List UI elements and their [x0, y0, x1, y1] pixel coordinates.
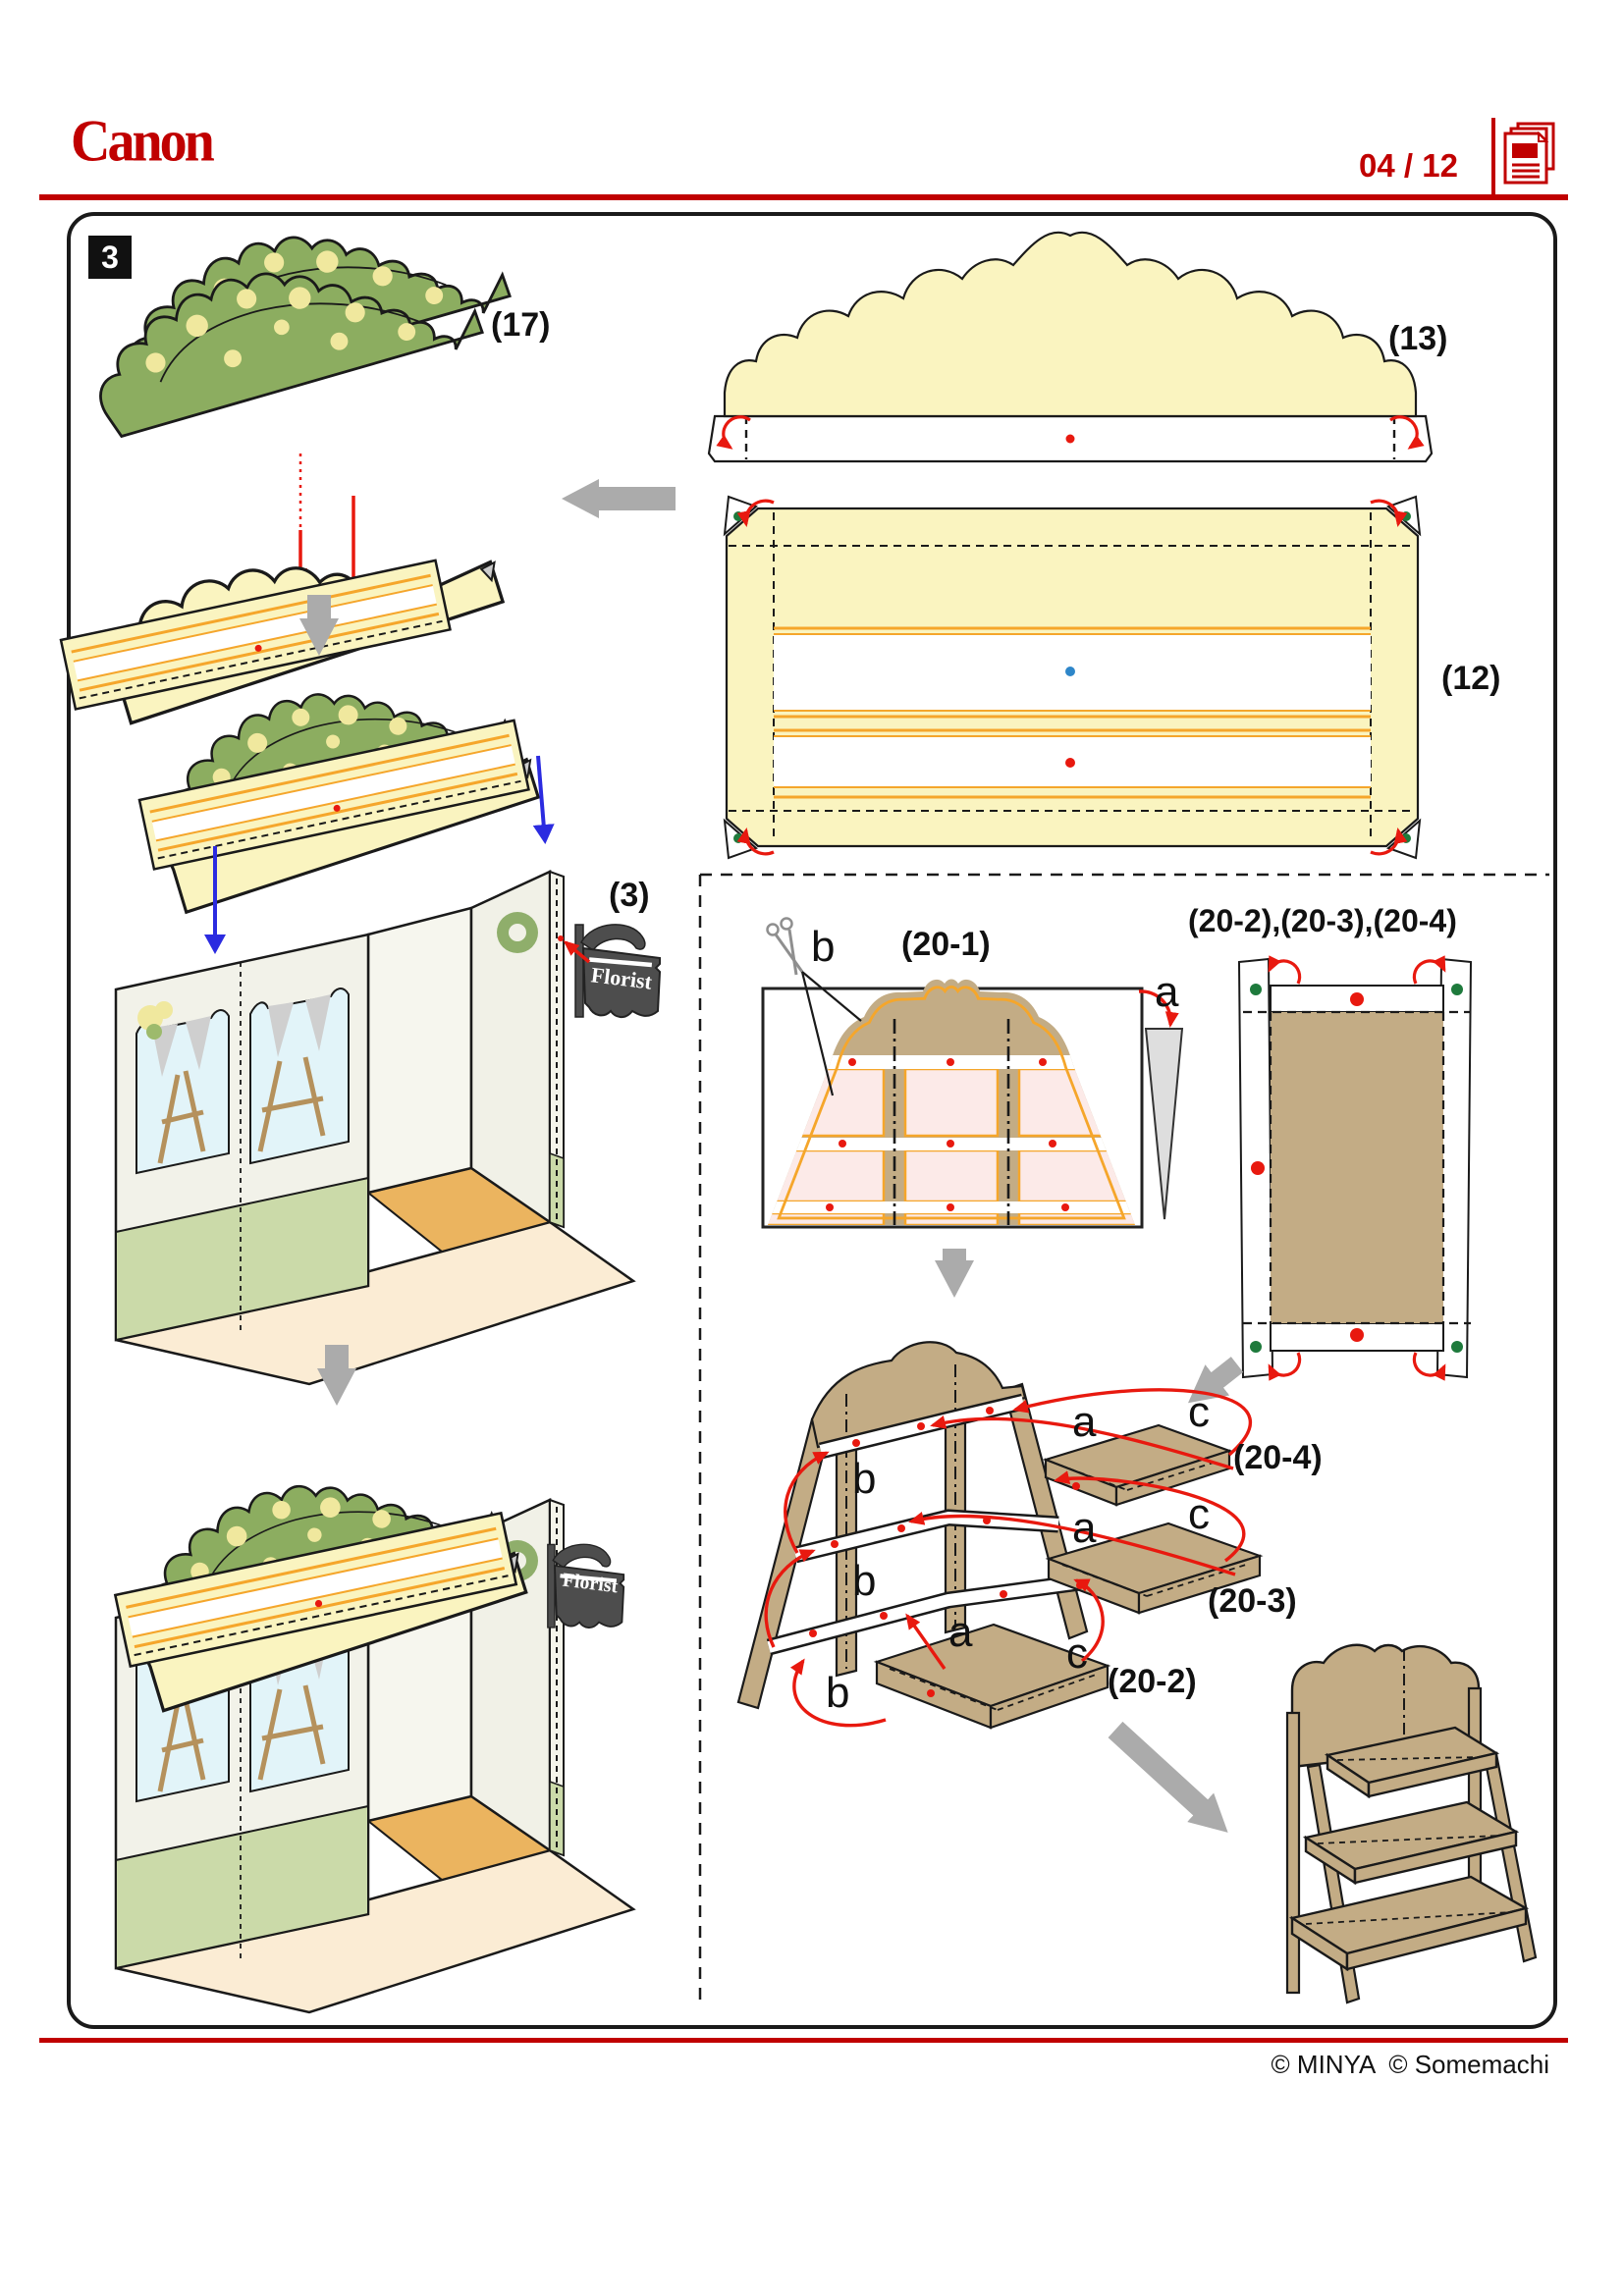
diagram-panel-border	[67, 212, 1557, 2029]
copyright-text: © MINYA © Somemachi	[1271, 2050, 1549, 2079]
footer-rule	[39, 2038, 1568, 2043]
part-20-1-diagram	[761, 917, 1184, 1229]
tab-label-c3: c	[1066, 1629, 1088, 1678]
header-divider	[1491, 118, 1495, 198]
part-12-diagram	[723, 495, 1422, 860]
shop-structure	[116, 872, 633, 1384]
tab-label-b3: b	[826, 1669, 850, 1717]
part-17-exploded	[59, 207, 519, 726]
shop-structure-final	[115, 1453, 633, 2012]
header-rule	[39, 194, 1568, 200]
tab-label-b2: b	[852, 1557, 877, 1605]
finished-display-stand	[1285, 1643, 1538, 2004]
tab-label-c2: c	[1188, 1490, 1210, 1538]
part-20-234-label: (20-2),(20-3),(20-4)	[1188, 903, 1457, 938]
stacked-pages-icon	[1503, 122, 1555, 185]
tab-label-c1: c	[1188, 1388, 1210, 1436]
tab-label-a2: a	[1072, 1504, 1097, 1552]
scissors-icon	[766, 917, 804, 976]
tab-label-a1: a	[1072, 1398, 1097, 1446]
step-number-badge: 3	[88, 236, 132, 279]
flow-arrow-diagonal-1	[1187, 1357, 1244, 1404]
flow-arrow-diagonal-2	[1108, 1721, 1228, 1833]
part-20-3-label: (20-3)	[1208, 1582, 1297, 1620]
canon-logo: Canon	[71, 108, 215, 175]
section-divider-dashes	[698, 873, 1549, 2002]
florist-sign	[558, 923, 661, 1019]
part-20-234-diagram	[1237, 955, 1473, 1381]
page-number: 04 / 12	[1359, 147, 1458, 184]
shelf-frame-assembly	[736, 1341, 1264, 1730]
part-20-1-label: (20-1)	[901, 926, 991, 963]
cut-label-b: b	[811, 923, 836, 971]
glue-wedge	[1144, 1028, 1184, 1220]
part-17-label: (17)	[491, 306, 551, 344]
tab-label-b1: b	[852, 1455, 877, 1503]
part-3-label: (3)	[609, 877, 650, 914]
part-13-diagram	[707, 231, 1434, 463]
part-13-label: (13)	[1388, 320, 1448, 357]
fold-label-a: a	[1155, 968, 1179, 1016]
tab-label-a3: a	[948, 1608, 973, 1656]
part-20-2-label: (20-2)	[1108, 1663, 1197, 1700]
placement-arrows-blue	[204, 755, 555, 954]
part-20-4-label: (20-4)	[1233, 1439, 1323, 1476]
part-12-label: (12)	[1441, 660, 1501, 697]
